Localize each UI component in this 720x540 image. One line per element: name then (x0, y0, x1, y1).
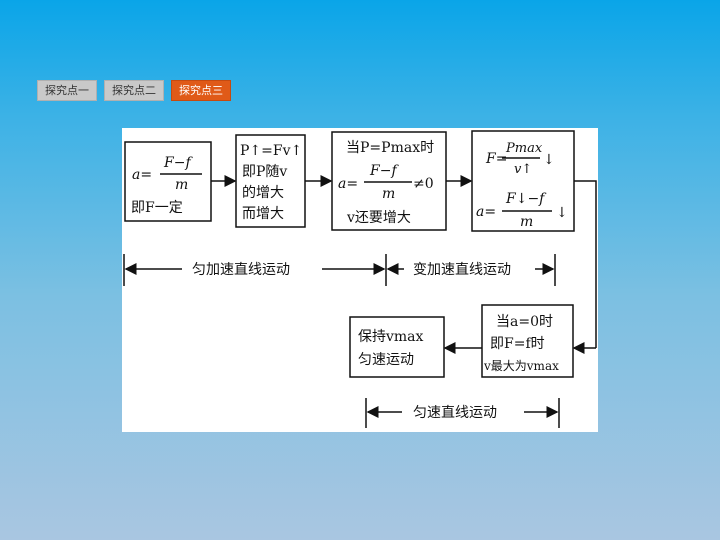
box1-denominator: m (175, 177, 188, 193)
box3-a-eq: a= (338, 176, 358, 192)
tab-explore-3[interactable]: 探究点三 (171, 80, 231, 101)
box2-line1: P↑=Fv↑ (240, 143, 302, 159)
box-constant-speed (349, 316, 445, 378)
box1-numerator: F−f (163, 155, 193, 171)
span-uniform-accel-label: 匀加速直线运动 (192, 261, 290, 278)
box4-f-eq: F= (485, 151, 507, 167)
box4-numerator2: F↓−f (505, 191, 547, 207)
box-zero-accel (481, 304, 574, 378)
tab-explore-1[interactable]: 探究点一 (37, 80, 97, 101)
box3-not-equal: ≠0 (413, 176, 434, 192)
box5-line3: v最大为vmax (483, 359, 559, 373)
box3-line3: v还要增大 (346, 210, 411, 226)
box5-line1: 当a=0时 (496, 314, 553, 330)
tab-bar: 探究点一 探究点二 探究点三 (37, 80, 231, 101)
box4-denominator2: m (520, 214, 533, 230)
span-uniform-motion-label: 匀速直线运动 (413, 404, 497, 421)
box1-a-eq: a= (132, 167, 152, 183)
box3-line1: 当P=Pmax时 (346, 140, 434, 156)
box4-denominator1: v↑ (514, 162, 532, 177)
box2-line4: 而增大 (242, 206, 284, 222)
box2-line2: 即P随v (242, 164, 287, 180)
box3-denominator: m (382, 186, 395, 202)
span-variable-accel-label: 变加速直线运动 (413, 261, 511, 278)
box2-line3: 的增大 (242, 185, 284, 201)
box6-line1: 保持vmax (358, 329, 424, 345)
box4-arrow1: ↓ (543, 152, 555, 168)
tab-explore-2[interactable]: 探究点二 (104, 80, 164, 101)
box4-arrow2: ↓ (556, 205, 568, 221)
box5-line2: 即F=f时 (490, 336, 545, 352)
box1-line2: 即F一定 (131, 200, 183, 216)
box3-numerator: F−f (369, 163, 399, 179)
motion-flow-diagram: a= F−f m 即F一定 P↑=Fv↑ 即P随v 的增大 而增大 当P=Pma… (122, 128, 598, 432)
box4-numerator1: Pmax (505, 141, 543, 156)
box4-a-eq: a= (476, 204, 496, 220)
box6-line2: 匀速运动 (358, 352, 414, 368)
